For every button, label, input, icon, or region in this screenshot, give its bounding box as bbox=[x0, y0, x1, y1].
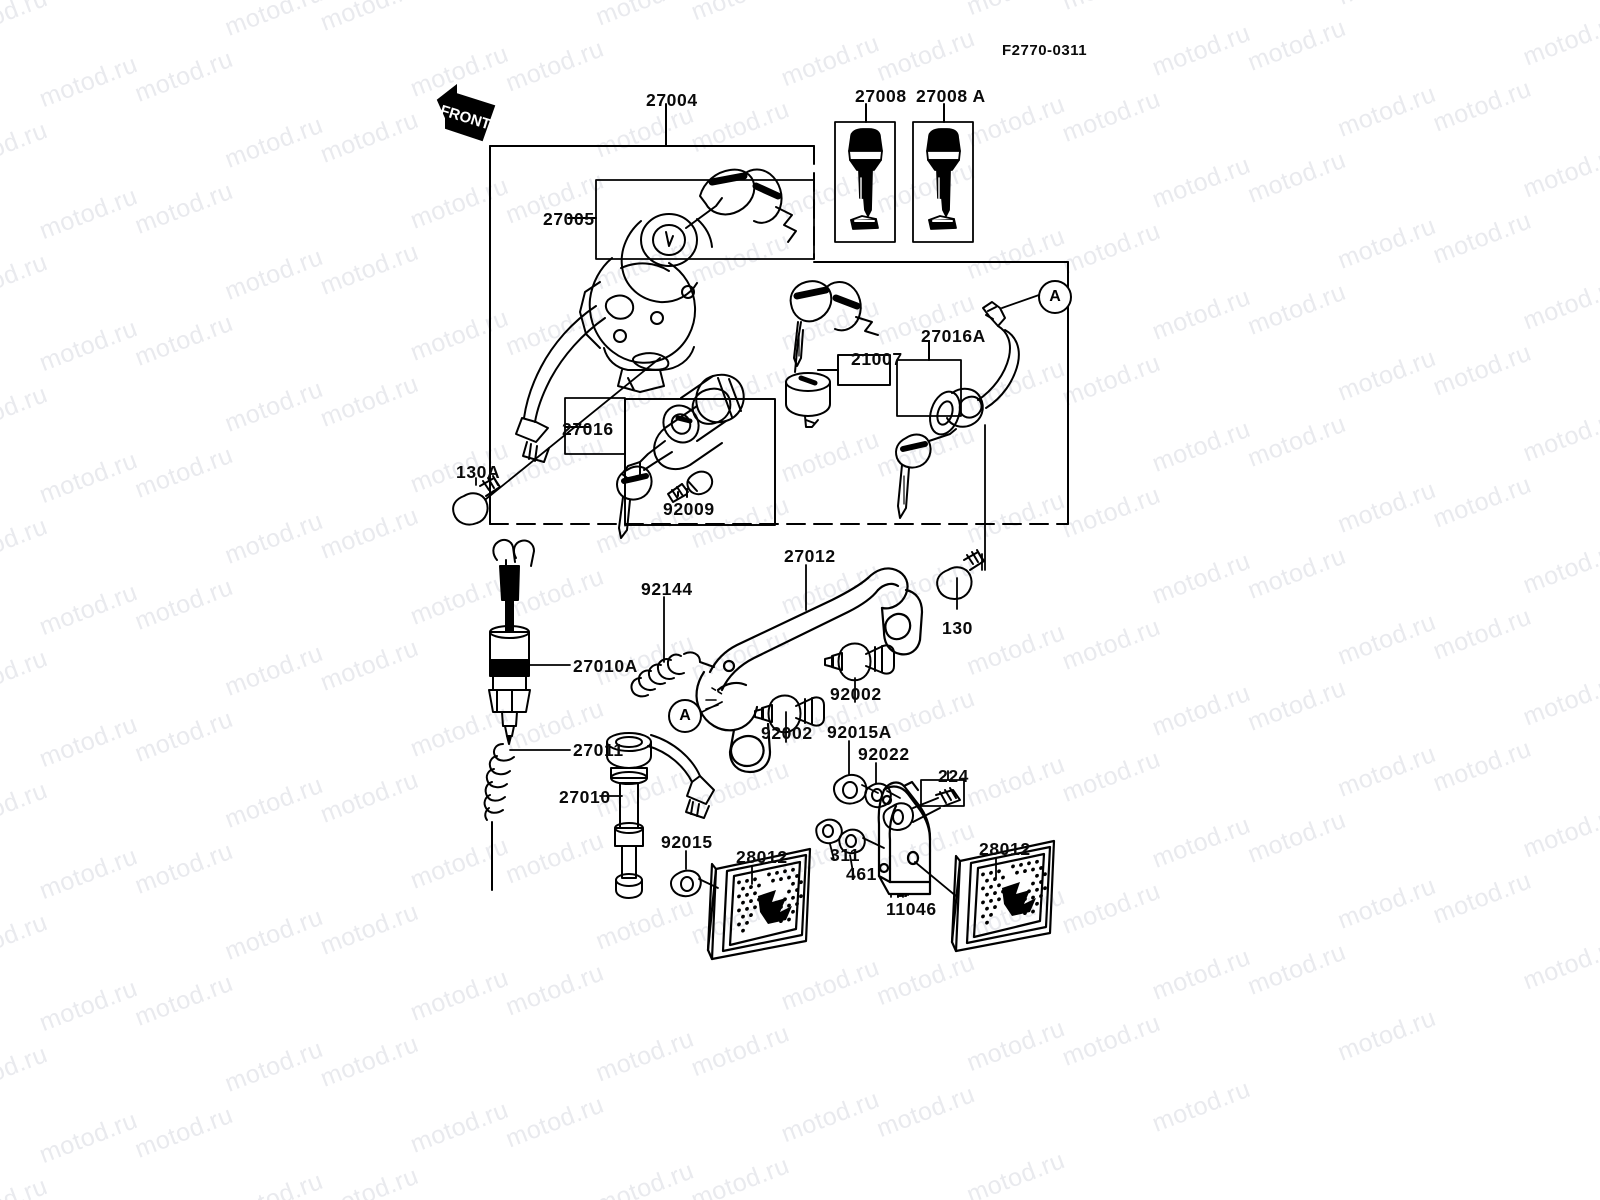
part-label-27010: 27010 bbox=[559, 787, 611, 807]
part-label-92022: 92022 bbox=[858, 744, 910, 764]
part-label-27005: 27005 bbox=[543, 209, 595, 229]
part-label-28012-left: 28012 bbox=[736, 847, 788, 867]
diagram-code: F2770-0311 bbox=[1002, 42, 1088, 59]
part-label-21007: 21007 bbox=[851, 349, 903, 369]
part-label-27016a: 27016A bbox=[921, 326, 986, 346]
part-label-27012: 27012 bbox=[784, 546, 836, 566]
part-label-92015: 92015 bbox=[661, 832, 713, 852]
part-label-92144: 92144 bbox=[641, 579, 693, 599]
part-label-28012-right: 28012 bbox=[979, 839, 1031, 859]
part-label-11046: 11046 bbox=[886, 899, 937, 919]
part-label-130a: 130A bbox=[456, 462, 501, 482]
front-direction-marker: FRONT bbox=[434, 83, 498, 149]
part-label-27016: 27016 bbox=[562, 419, 614, 439]
part-label-130: 130 bbox=[942, 618, 973, 638]
part-label-27008: 27008 bbox=[855, 86, 907, 106]
part-label-461: 461 bbox=[846, 864, 877, 884]
part-label-27010a: 27010A bbox=[573, 656, 638, 676]
part-label-311: 311 bbox=[830, 845, 861, 865]
callout-a-lever: A bbox=[668, 699, 702, 733]
part-label-92002-upper: 92002 bbox=[830, 684, 882, 704]
part-label-224: 224 bbox=[938, 766, 969, 786]
part-label-27011: 27011 bbox=[573, 740, 624, 760]
part-label-92002-lower: 92002 bbox=[761, 723, 813, 743]
part-label-27008a: 27008 A bbox=[916, 86, 986, 106]
part-label-92009: 92009 bbox=[663, 499, 715, 519]
part-label-92015a: 92015A bbox=[827, 722, 892, 742]
part-label-27004: 27004 bbox=[646, 90, 698, 110]
callout-a-top: A bbox=[1038, 280, 1072, 314]
